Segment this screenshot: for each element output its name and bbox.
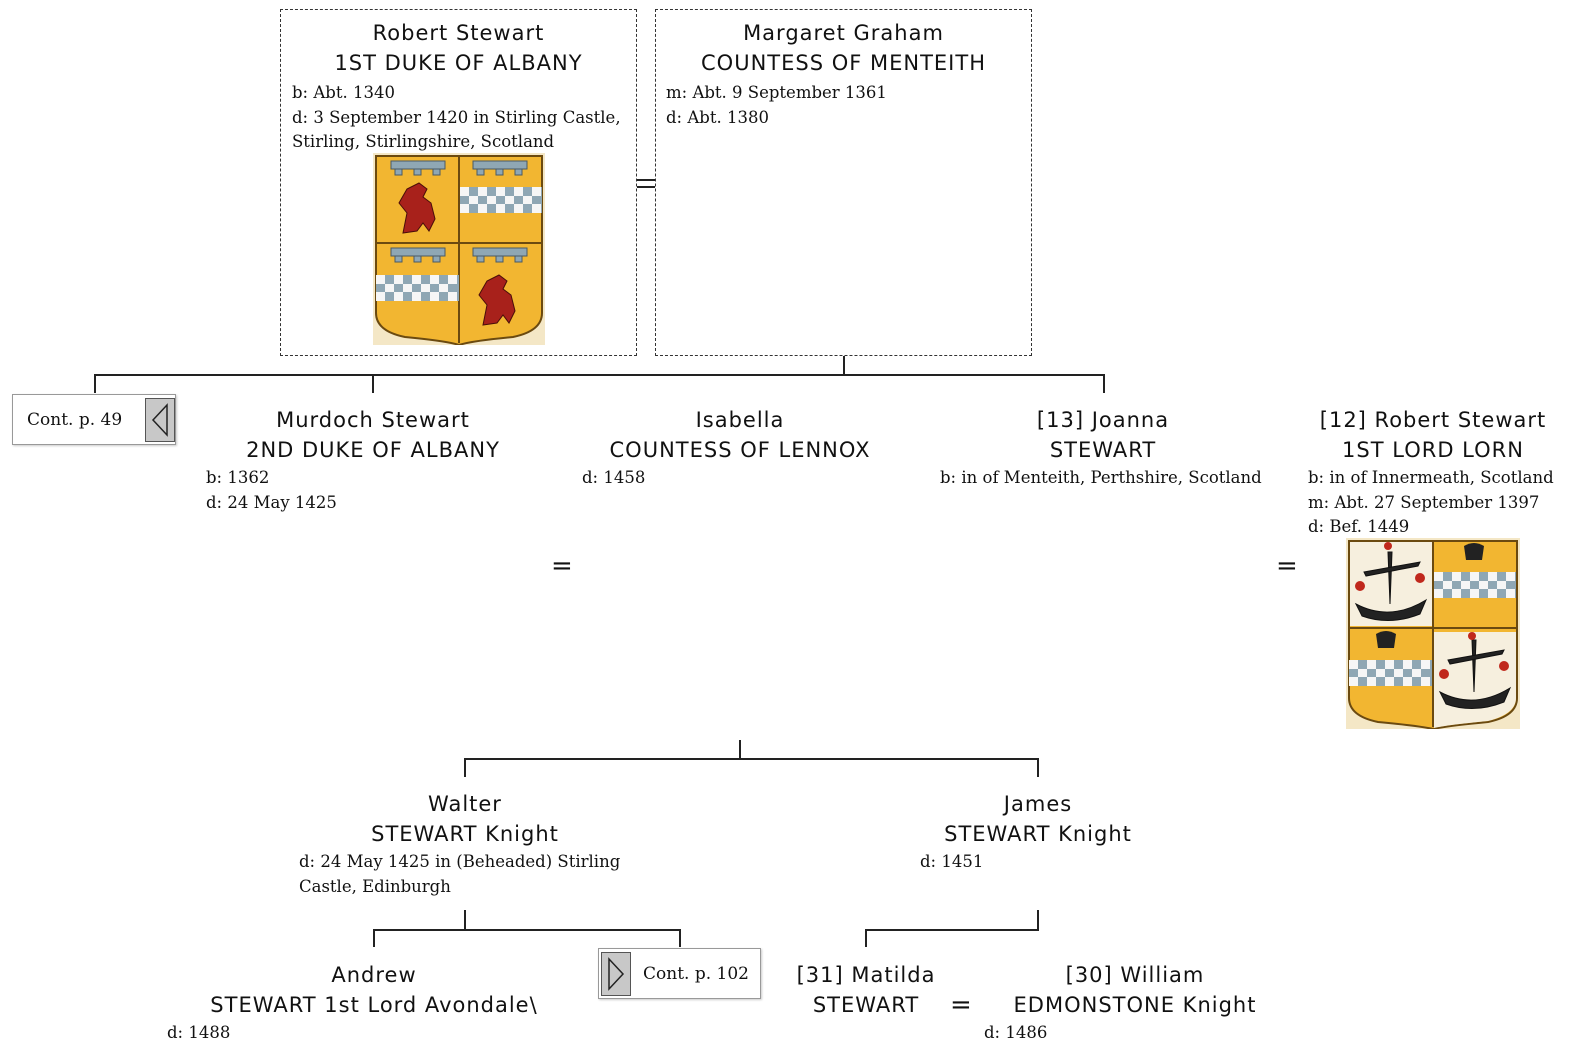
person-joanna-stewart[interactable]: [13] Joanna STEWART [960,405,1246,465]
children-bar-walter [373,929,681,931]
person-murdoch-details: b: 1362 d: 24 May 1425 [206,466,337,515]
descent-line-james [1037,910,1039,929]
person-name: James [888,789,1188,819]
person-name: Walter [315,789,615,819]
death-info: d: 3 September 1420 in Stirling Castle, [292,106,621,131]
children-bar [94,374,1105,376]
person-william-edmonstone[interactable]: [30] William EDMONSTONE Knight [980,960,1290,1020]
child-drop-1 [94,374,96,393]
person-james-stewart[interactable]: James STEWART Knight [888,789,1188,849]
person-name: Margaret Graham [655,18,1032,48]
person-title: STEWART Knight [315,819,615,849]
person-name: Andrew [160,960,588,990]
person-name: [31] Matilda [776,960,956,990]
person-robert-stewart-details: b: Abt. 1340 d: 3 September 1420 in Stir… [292,81,621,155]
person-william-details: d: 1486 [984,1021,1047,1046]
marriage-equals-sign: = [551,553,573,579]
descent-line-2 [739,740,741,758]
children-bar-james [865,929,1039,931]
person-name: [12] Robert Stewart [1298,405,1568,435]
descent-line-walter [464,910,466,929]
child-drop-walter [464,758,466,777]
person-robert-stewart[interactable]: Robert Stewart 1ST DUKE OF ALBANY [280,18,637,78]
person-isabella[interactable]: Isabella COUNTESS OF LENNOX [578,405,902,465]
birth-info: b: in of Innermeath, Scotland [1308,466,1554,491]
person-walter-stewart[interactable]: Walter STEWART Knight [315,789,615,849]
birth-info: b: 1362 [206,466,337,491]
child-drop-2 [372,374,374,393]
person-title: COUNTESS OF MENTEITH [655,48,1032,78]
person-robert-lorn-details: b: in of Innermeath, Scotland m: Abt. 27… [1308,466,1554,540]
marriage-equals-sign-lorn: = [1276,553,1298,579]
children-bar-2 [464,758,1039,760]
child-drop-james [1037,758,1039,777]
child-drop-andrew [373,929,375,947]
child-drop-matilda [865,929,867,947]
person-title: STEWART 1st Lord Avondale\ [160,990,588,1020]
person-title: STEWART [960,435,1246,465]
person-title: STEWART [776,990,956,1020]
marriage-connector-top-2 [637,186,655,188]
death-info: d: 24 May 1425 in (Beheaded) Stirling [299,850,620,875]
marriage-info: m: Abt. 9 September 1361 [666,81,887,106]
continue-page-102-link[interactable]: Cont. p. 102 [598,948,761,999]
person-murdoch-stewart[interactable]: Murdoch Stewart 2ND DUKE OF ALBANY [203,405,543,465]
person-name: Robert Stewart [280,18,637,48]
person-joanna-details: b: in of Menteith, Perthshire, Scotland [940,466,1262,491]
arrow-right-icon [601,952,631,996]
continue-label: Cont. p. 49 [27,410,145,430]
person-title: 2ND DUKE OF ALBANY [203,435,543,465]
person-isabella-details: d: 1458 [582,466,645,491]
person-title: STEWART Knight [888,819,1188,849]
albany-coat-of-arms [373,153,545,345]
death-info-cont: Stirling, Stirlingshire, Scotland [292,130,621,155]
death-info: d: 1458 [582,466,645,491]
death-info: d: 24 May 1425 [206,491,337,516]
descent-line [843,356,845,374]
birth-info: b: in of Menteith, Perthshire, Scotland [940,466,1262,491]
person-walter-details: d: 24 May 1425 in (Beheaded) Stirling Ca… [299,850,620,899]
birth-info: b: Abt. 1340 [292,81,621,106]
person-margaret-graham[interactable]: Margaret Graham COUNTESS OF MENTEITH [655,18,1032,78]
death-info: d: Bef. 1449 [1308,515,1554,540]
person-andrew-stewart[interactable]: Andrew STEWART 1st Lord Avondale\ [160,960,588,1020]
death-info: d: Abt. 1380 [666,106,887,131]
lorn-coat-of-arms [1346,538,1520,729]
person-margaret-graham-details: m: Abt. 9 September 1361 d: Abt. 1380 [666,81,887,130]
marriage-equals-sign-matilda: = [950,992,972,1018]
person-name: Murdoch Stewart [203,405,543,435]
death-info-cont: Castle, Edinburgh [299,875,620,900]
death-info: d: 1486 [984,1021,1047,1046]
person-name: [30] William [980,960,1290,990]
marriage-connector-top [637,179,655,181]
child-drop-3 [1103,374,1105,393]
person-matilda-stewart[interactable]: [31] Matilda STEWART [776,960,956,1020]
person-andrew-details: d: 1488 [167,1021,230,1046]
marriage-info: m: Abt. 27 September 1397 [1308,491,1554,516]
person-title: 1ST DUKE OF ALBANY [280,48,637,78]
person-title: COUNTESS OF LENNOX [578,435,902,465]
person-name: Isabella [578,405,902,435]
death-info: d: 1451 [920,850,983,875]
person-name: [13] Joanna [960,405,1246,435]
person-title: 1ST LORD LORN [1298,435,1568,465]
arrow-left-icon [145,398,175,442]
person-title: EDMONSTONE Knight [980,990,1290,1020]
person-robert-stewart-lorn[interactable]: [12] Robert Stewart 1ST LORD LORN [1298,405,1568,465]
person-james-details: d: 1451 [920,850,983,875]
continue-label: Cont. p. 102 [643,964,749,984]
child-drop-cont102 [679,929,681,947]
continue-page-49-link[interactable]: Cont. p. 49 [12,394,176,445]
death-info: d: 1488 [167,1021,230,1046]
